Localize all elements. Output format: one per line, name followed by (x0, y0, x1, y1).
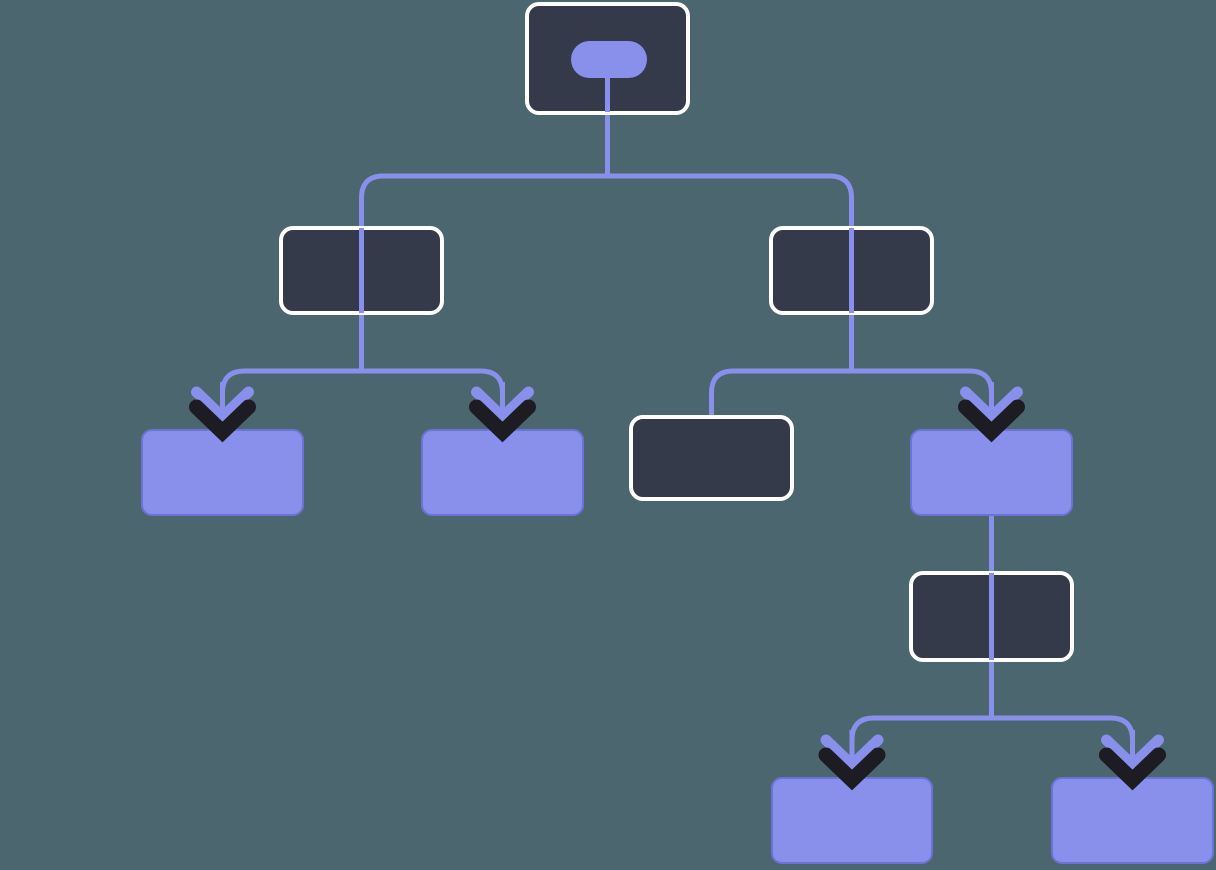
pill-glyph (571, 41, 647, 78)
bar-glyph (359, 240, 364, 301)
pill-glyph-stem (605, 76, 610, 112)
arrowheads-group (189, 382, 1166, 791)
node-glyphs-group (359, 41, 994, 647)
arrowhead-leaf-b-dark (469, 399, 536, 443)
arrowhead-leaf-e-dark (818, 747, 886, 791)
leaf-node-c-empty[interactable] (629, 415, 794, 501)
arrowhead-leaf-a-dark (189, 399, 256, 443)
bar-glyph (989, 586, 994, 647)
edge-branch-right-to-leaf-c[interactable] (709, 313, 854, 417)
edge-root-to-branch-right[interactable] (605, 113, 854, 228)
edge-root-to-branch-left[interactable] (359, 113, 610, 228)
through-lines-group (359, 228, 994, 660)
nodes-group (141, 2, 1214, 864)
arrowhead-leaf-d-dark (958, 399, 1025, 443)
arrowhead-leaf-f-dark (1099, 747, 1166, 791)
edges-group (220, 113, 1135, 778)
bar-glyph (849, 240, 854, 301)
